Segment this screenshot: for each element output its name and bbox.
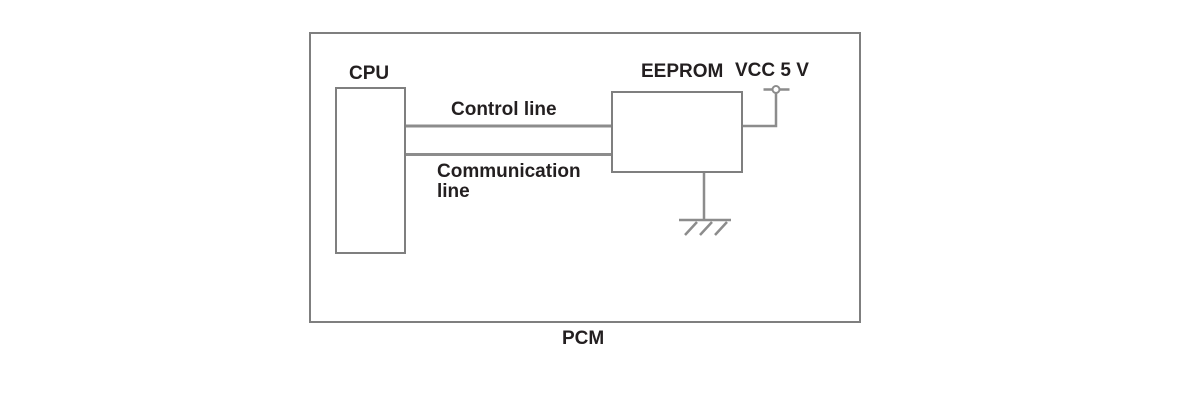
cpu-box (335, 87, 406, 254)
pcm-label: PCM (562, 328, 605, 349)
eeprom-label: EEPROM (641, 61, 724, 82)
communication-line-label: Communication line (437, 161, 581, 202)
ground-icon (679, 172, 731, 236)
vcc-terminal-icon (741, 85, 790, 128)
vcc-terminal-circle (771, 85, 781, 94)
ground-hatch-2 (699, 221, 713, 236)
ground-hatch-1 (684, 221, 698, 236)
vcc-label: VCC 5 V (735, 60, 809, 81)
control-line-label: Control line (451, 99, 557, 120)
eeprom-box (611, 91, 743, 173)
pcm-box (309, 32, 861, 323)
vcc-wire (741, 93, 778, 128)
ground-hatch-3 (714, 221, 728, 236)
cpu-label: CPU (349, 63, 390, 84)
